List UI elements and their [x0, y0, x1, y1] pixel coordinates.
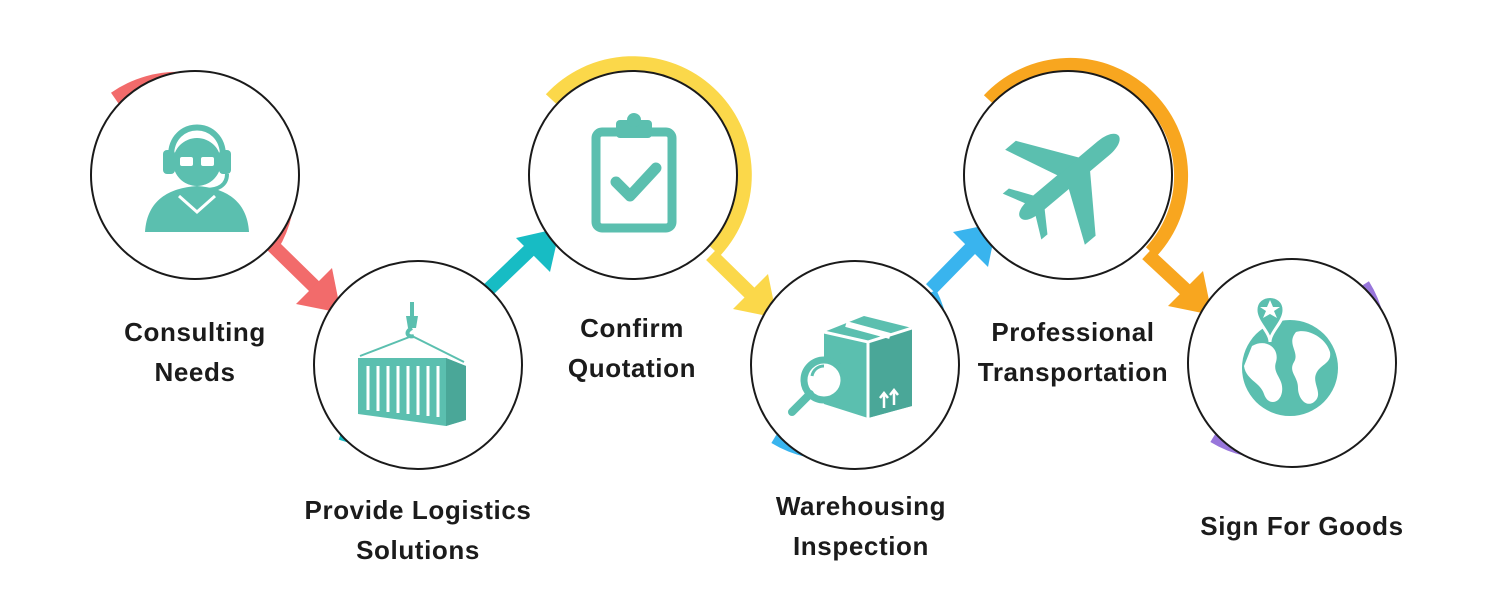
arrow-step-5-to-6	[1142, 248, 1212, 315]
step-label-warehousing-inspection: Warehousing Inspection	[741, 486, 981, 566]
step-label-provide-logistics-solutions: Provide Logistics Solutions	[278, 490, 558, 570]
arrow-step-1-to-2	[267, 239, 341, 313]
step-2-label-line2: Solutions	[356, 535, 480, 565]
step-label-confirm-quotation: Confirm Quotation	[532, 308, 732, 388]
step-1-label-line1: Consulting	[124, 317, 266, 347]
step-label-sign-for-goods: Sign For Goods	[1172, 506, 1432, 546]
step-label-professional-transportation: Professional Transportation	[953, 312, 1193, 392]
step-3-label-line1: Confirm	[580, 313, 684, 343]
step-5-label-line1: Professional	[991, 317, 1155, 347]
arrow-step-2-to-3	[483, 228, 560, 296]
step-4-label-line2: Inspection	[792, 531, 929, 561]
arc-step-5	[983, 57, 1189, 257]
step-1-label-line2: Needs	[154, 357, 236, 387]
step-5-label-line2: Transportation	[977, 357, 1169, 387]
arc-step-3	[545, 56, 752, 256]
step-2-label-line1: Provide Logistics	[304, 495, 532, 525]
step-6-label-line1: Sign For Goods	[1200, 511, 1404, 541]
step-label-consulting-needs: Consulting Needs	[95, 312, 295, 392]
arrow-step-3-to-4	[706, 249, 777, 318]
step-circle-3	[528, 70, 738, 280]
step-3-label-line2: Quotation	[567, 353, 697, 383]
step-4-label-line1: Warehousing	[775, 491, 947, 521]
